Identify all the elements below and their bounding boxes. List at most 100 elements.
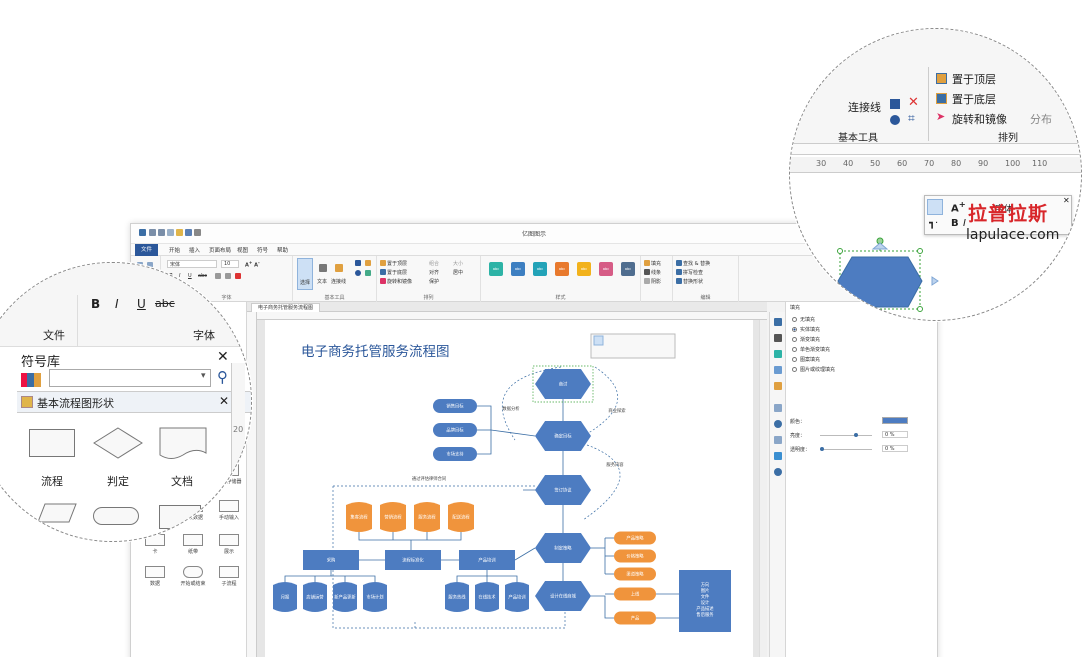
bubble-search-icon[interactable]: ⚲ (217, 368, 228, 386)
node-standardize[interactable] (385, 550, 441, 570)
bubble-library-header[interactable] (17, 391, 251, 413)
spell-check-button[interactable]: 拼写检查 (683, 270, 704, 276)
fill-option[interactable]: 实体填充 (792, 326, 820, 333)
menu-page-layout[interactable]: 页面布局 (209, 248, 232, 254)
bubble-r-rotate[interactable]: 旋转和镜像 (952, 113, 1007, 126)
node-bottom-left[interactable] (363, 582, 387, 612)
node-price-plan[interactable] (614, 549, 656, 563)
bubble-search-input[interactable] (49, 369, 211, 387)
fill-option[interactable]: 单色渐变填充 (792, 346, 830, 353)
bubble-decision-shape[interactable] (93, 427, 143, 459)
bubble-process-shape[interactable] (29, 429, 75, 457)
node-brand-goal[interactable] (433, 423, 477, 437)
bubble-r-connector-icon[interactable]: ┓· (929, 218, 939, 229)
bubble-r-select-icon[interactable] (927, 199, 943, 215)
bubble-close-icon[interactable]: ✕ (217, 349, 229, 365)
save-icon[interactable] (185, 229, 192, 236)
ellipse-tool-icon[interactable] (355, 270, 361, 276)
bubble-r-send-back[interactable]: 置于底层 (952, 93, 996, 106)
node-bottom-left[interactable] (273, 582, 297, 612)
shadow-button[interactable]: 阴影 (651, 279, 662, 285)
node-product[interactable] (614, 611, 656, 625)
color-picker[interactable] (882, 417, 908, 424)
protect-button[interactable]: 保护 (429, 279, 440, 285)
open-icon[interactable] (176, 229, 183, 236)
fill-radio[interactable] (792, 317, 797, 322)
node-channel-plan[interactable] (614, 567, 656, 581)
node-training[interactable] (459, 550, 515, 570)
fill-option[interactable]: 无填充 (792, 316, 815, 323)
bubble-bold-button[interactable]: B (91, 297, 101, 311)
group-button[interactable]: 组合 (429, 261, 440, 267)
fill-option[interactable]: 渐变填充 (792, 336, 820, 343)
send-back-button[interactable]: 置于底层 (387, 270, 408, 276)
node-plan[interactable] (535, 533, 591, 563)
help-panel-icon[interactable] (774, 468, 782, 476)
line-panel-icon[interactable] (774, 334, 782, 342)
menu-view[interactable]: 视图 (237, 248, 249, 254)
menu-home[interactable]: 开始 (169, 248, 181, 254)
select-tool-button[interactable]: 选择 (297, 258, 313, 290)
doc-panel-icon[interactable] (774, 436, 782, 444)
fill-panel-icon[interactable] (774, 318, 782, 326)
align-button[interactable]: 对齐 (429, 270, 440, 276)
bubble-r-crop-icon[interactable]: ⌗ (908, 111, 915, 125)
menu-file[interactable]: 文件 (135, 244, 159, 256)
node-bottom-mid[interactable] (505, 582, 529, 612)
style-swatch[interactable]: abc (599, 262, 613, 276)
new-icon[interactable] (167, 229, 174, 236)
style-swatch[interactable]: abc (511, 262, 525, 276)
bubble-r-italic-icon[interactable]: I (963, 218, 966, 229)
node-prod-plan[interactable] (614, 531, 656, 545)
menu-insert[interactable]: 插入 (189, 248, 201, 254)
style-swatch[interactable]: abc (533, 262, 547, 276)
node-orange-top[interactable] (414, 502, 440, 532)
bubble-r-ellipse-icon[interactable] (890, 115, 900, 125)
style-swatch[interactable]: abc (577, 262, 591, 276)
transparency-value[interactable]: 0 % (882, 445, 908, 452)
fill-radio[interactable] (792, 327, 797, 332)
node-bottom-left[interactable] (303, 582, 327, 612)
bubble-r-font-grow-icon[interactable]: A+ (951, 199, 966, 215)
bubble-r-selected-hexagon[interactable] (820, 229, 940, 321)
bubble-strike-button[interactable]: abc (155, 297, 175, 310)
float-select-icon[interactable] (593, 335, 604, 346)
brightness-value[interactable]: 0 % (882, 431, 908, 438)
line-button[interactable]: 线条 (651, 270, 662, 276)
node-bottom-left[interactable] (333, 582, 357, 612)
bubble-italic-button[interactable]: I (115, 297, 119, 311)
bubble-r-cross-icon[interactable]: ✕ (908, 95, 919, 110)
fill-radio[interactable] (792, 357, 797, 362)
undo-icon[interactable] (149, 229, 156, 236)
rotate-mirror-button[interactable]: 旋转和镜像 (387, 279, 413, 285)
library-shape[interactable] (145, 566, 165, 578)
fill-radio[interactable] (792, 367, 797, 372)
vertical-scrollbar[interactable] (759, 320, 767, 657)
shadow-panel-icon[interactable] (774, 350, 782, 358)
node-go-online[interactable] (614, 587, 656, 601)
node-sign[interactable] (535, 475, 591, 505)
bubble-r-bold-icon[interactable]: B (951, 218, 959, 229)
node-orange-top[interactable] (380, 502, 406, 532)
layers-panel-icon[interactable] (774, 382, 782, 390)
style-swatch[interactable]: abc (555, 262, 569, 276)
fill-radio[interactable] (792, 337, 797, 342)
print-icon[interactable] (194, 229, 201, 236)
center-button[interactable]: 居中 (453, 270, 464, 276)
brightness-thumb[interactable] (854, 433, 858, 437)
library-shape[interactable] (183, 534, 203, 546)
node-procure[interactable] (303, 550, 359, 570)
bring-front-button[interactable]: 置于顶层 (387, 261, 408, 267)
bubble-r-close-icon[interactable]: ✕ (1063, 196, 1070, 205)
node-orange-top[interactable] (448, 502, 474, 532)
connector-tool-button[interactable]: 连接线 (331, 279, 347, 285)
line-tool-icon[interactable] (365, 260, 371, 266)
node-sales-goal[interactable] (433, 399, 477, 413)
style-swatch[interactable]: abc (489, 262, 503, 276)
bubble-r-connector-label[interactable]: 连接线 (848, 101, 881, 114)
bubble-document-shape[interactable] (159, 427, 207, 461)
menu-help[interactable]: 帮助 (277, 248, 289, 254)
node-orange-top[interactable] (346, 502, 372, 532)
bubble-library-close-icon[interactable]: ✕ (219, 394, 230, 408)
fill-option[interactable]: 图案填充 (792, 356, 820, 363)
